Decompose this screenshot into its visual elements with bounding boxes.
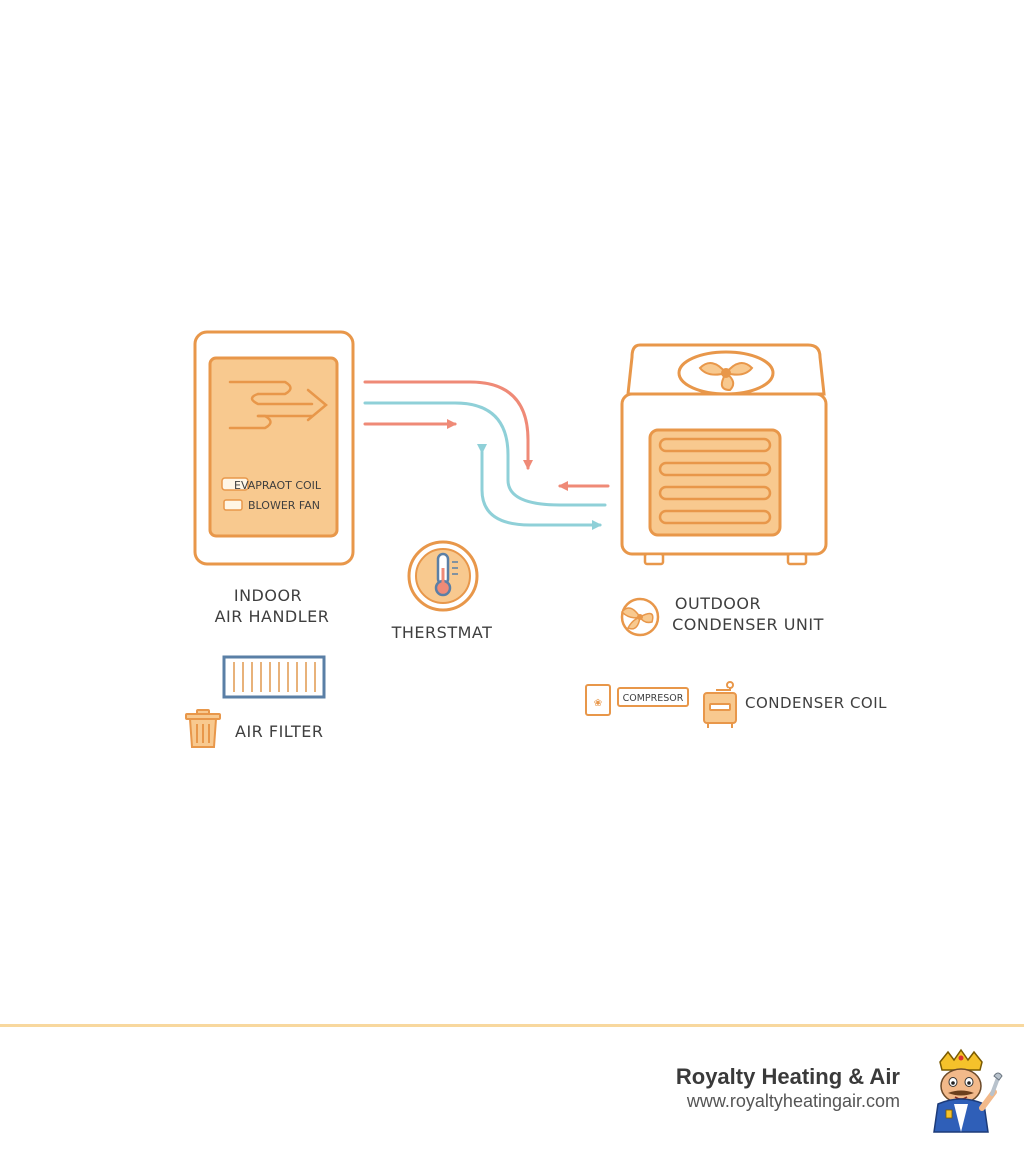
- cool-line-return: [477, 444, 602, 530]
- compressor-badge: [617, 687, 689, 707]
- heater-icon: [703, 681, 737, 728]
- condenser-coil-label: CONDENSER COIL: [745, 694, 887, 712]
- air-filter-icon: [222, 655, 326, 699]
- brand-block: Royalty Heating & Air www.royaltyheating…: [676, 1064, 900, 1112]
- blower-fan-icon: [223, 499, 243, 511]
- airflow-arrow-icon: [228, 380, 328, 430]
- king-mascot-icon: [933, 1048, 1003, 1133]
- trash-can-icon: [185, 709, 221, 748]
- air-filter-label: AIR FILTER: [235, 722, 324, 741]
- outdoor-condenser-unit: [620, 343, 828, 566]
- indoor-air-handler: EVAPRAOT COIL BLOWER FAN: [193, 330, 355, 566]
- coil-icon: [221, 477, 249, 491]
- company-name: Royalty Heating & Air: [675, 1064, 900, 1089]
- thermostat-label: THERSTMAT: [391, 623, 493, 642]
- indoor-unit-label-line2: AIR HANDLER: [215, 607, 330, 626]
- fan-icon: [698, 362, 754, 392]
- refrigerant-lines: [363, 380, 610, 530]
- outdoor-unit-label-line1: OUTDOOR: [675, 594, 761, 613]
- warm-line-top: [363, 380, 533, 470]
- company-website[interactable]: www.royaltyheatingair.com: [686, 1091, 900, 1111]
- hvac-system-diagram: EVAPRAOT COIL BLOWER FAN INDOOR AIR HAND…: [185, 330, 887, 748]
- blower-fan-label: BLOWER FAN: [248, 499, 320, 512]
- compressor-label: COMPRESOR: [623, 693, 684, 704]
- svg-text:❀: ❀: [594, 698, 602, 709]
- evaporator-coil-label: EVAPRAOT COIL: [234, 479, 322, 492]
- thermostat: [407, 540, 479, 612]
- compressor-icon: ❀: [585, 684, 611, 716]
- outdoor-fan-icon: [620, 597, 660, 637]
- condenser-grille: [658, 437, 772, 525]
- cool-line-top: [363, 401, 607, 507]
- thermometer-icon: [434, 552, 458, 597]
- indoor-unit-label-line1: INDOOR: [234, 586, 302, 605]
- outdoor-unit-label-line2: CONDENSER UNIT: [672, 615, 824, 634]
- footer-divider: [0, 1024, 1024, 1027]
